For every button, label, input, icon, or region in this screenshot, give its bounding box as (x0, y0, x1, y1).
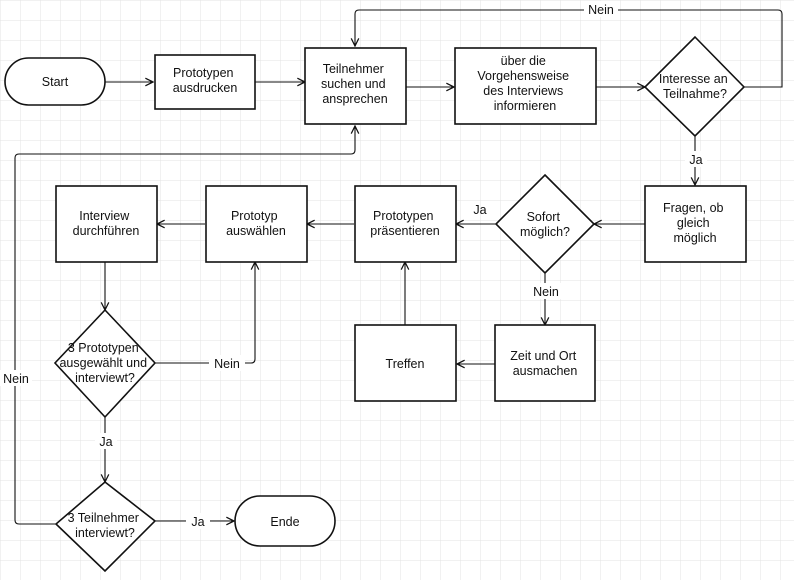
node-drei-prototypen-line-3: interviewt? (75, 371, 135, 385)
node-sofort-line-1: Sofort (527, 210, 561, 224)
edge-interesse-nein (355, 9, 783, 88)
node-start-label: Start (42, 75, 69, 89)
svg-text:3 Prototypen ausgewählt: 3 Prototypen ausgewählt und interviewt? (59, 341, 150, 385)
node-interesse-line-2: Teilnahme? (663, 87, 727, 101)
node-teilnehmer-suchen[interactable]: Teilnehmer suchen und ansprechen (304, 47, 407, 125)
svg-text:Zeit und Ort ausmachen: Zeit und Ort ausmachen (510, 349, 579, 378)
edge-label-teilnehmer-nein: Nein (3, 372, 29, 386)
edge-label-interesse-ja: Ja (689, 153, 702, 167)
node-teilnehmer-line-1: Teilnehmer (323, 62, 384, 76)
node-zeit-ort-line-1: Zeit und Ort (510, 349, 577, 363)
node-treffen-label: Treffen (386, 357, 425, 371)
node-auswaehlen-line-1: Prototyp (231, 209, 278, 223)
edge-label-sofort-ja: Ja (473, 203, 486, 217)
node-drei-prototypen-line-1: 3 Prototypen (68, 341, 139, 355)
edge-label-sofort-nein: Nein (533, 285, 559, 299)
svg-text:Prototypen präsentieren: Prototypen präsentieren (370, 209, 440, 238)
node-fragen[interactable]: Fragen, ob gleich möglich (644, 185, 747, 263)
node-start[interactable]: Start (4, 57, 106, 106)
node-drei-prototypen-decision[interactable]: 3 Prototypen ausgewählt und interviewt? (53, 308, 157, 419)
node-teilnehmer-line-3: ansprechen (322, 92, 387, 106)
node-interview-durchfuehren[interactable]: Interview durchführen (55, 185, 158, 263)
node-interview-line-1: Interview (79, 209, 130, 223)
edge-label-prototypen-nein: Nein (214, 357, 240, 371)
node-teilnehmer-line-2: suchen und (321, 77, 386, 91)
node-fragen-line-1: Fragen, ob (663, 201, 724, 215)
edge-label-interesse-nein: Nein (588, 3, 614, 17)
edge-teilnehmer-nein (14, 126, 355, 525)
svg-text:Interview durchführen: Interview durchführen (73, 209, 140, 238)
svg-text:3 Teilnehmer interviewt?: 3 Teilnehmer interviewt? (68, 511, 143, 540)
node-sofort-decision[interactable]: Sofort möglich? (494, 173, 596, 275)
node-praesentieren-line-2: präsentieren (370, 224, 440, 238)
edge-labels: Nein Ja Ja Nein Nein Ja Nein Ja (0, 1, 707, 529)
node-interview-line-2: durchführen (73, 224, 140, 238)
edges (14, 9, 783, 525)
node-treffen[interactable]: Treffen (354, 324, 457, 402)
svg-text:Fragen, ob gleich: Fragen, ob gleich möglich (663, 201, 727, 245)
node-zeit-ort-line-2: ausmachen (513, 364, 578, 378)
node-informieren-line-4: informieren (494, 99, 557, 113)
edge-prototypen-nein (155, 262, 255, 364)
node-sofort-line-2: möglich? (520, 225, 570, 239)
node-zeit-ort[interactable]: Zeit und Ort ausmachen (494, 324, 596, 402)
node-ende[interactable]: Ende (234, 495, 336, 547)
svg-text:Sofort möglich?: Sofort möglich? (520, 210, 570, 239)
node-fragen-line-3: möglich (673, 231, 716, 245)
node-ende-label: Ende (270, 515, 299, 529)
node-informieren-line-3: des Interviews (483, 84, 563, 98)
edge-label-prototypen-ja: Ja (99, 435, 112, 449)
svg-text:über die Vorgehensweise: über die Vorgehensweise des Interviews i… (477, 54, 572, 113)
node-praesentieren-line-1: Prototypen (373, 209, 434, 223)
svg-text:Prototypen ausdrucken: Prototypen ausdrucken (173, 66, 238, 95)
node-informieren-line-1: über die (501, 54, 546, 68)
node-drei-teilnehmer-decision[interactable]: 3 Teilnehmer interviewt? (54, 480, 157, 573)
node-prototypen-ausdrucken[interactable]: Prototypen ausdrucken (154, 54, 256, 110)
svg-text:Teilnehmer suchen und: Teilnehmer suchen und ansprechen (321, 62, 389, 106)
svg-text:Interesse an Teilnahme?: Interesse an Teilnahme? (659, 72, 731, 101)
node-auswaehlen-line-2: auswählen (226, 224, 286, 238)
node-informieren-line-2: Vorgehensweise (477, 69, 569, 83)
node-prototypen-ausdrucken-line-1: Prototypen (173, 66, 234, 80)
node-interesse-line-1: Interesse an (659, 72, 728, 86)
node-drei-teilnehmer-line-2: interviewt? (75, 526, 135, 540)
node-fragen-line-2: gleich (677, 216, 710, 230)
node-informieren[interactable]: über die Vorgehensweise des Interviews i… (454, 47, 597, 125)
node-prototypen-ausdrucken-line-2: ausdrucken (173, 81, 238, 95)
node-prototypen-praesentieren[interactable]: Prototypen präsentieren (354, 185, 457, 263)
node-drei-teilnehmer-line-1: 3 Teilnehmer (68, 511, 139, 525)
node-prototyp-auswaehlen[interactable]: Prototyp auswählen (205, 185, 308, 263)
edge-label-teilnehmer-ja: Ja (191, 515, 204, 529)
svg-text:Prototyp auswählen: Prototyp auswählen (226, 209, 286, 238)
node-interesse-decision[interactable]: Interesse an Teilnahme? (643, 35, 746, 138)
node-drei-prototypen-line-2: ausgewählt und (59, 356, 147, 370)
